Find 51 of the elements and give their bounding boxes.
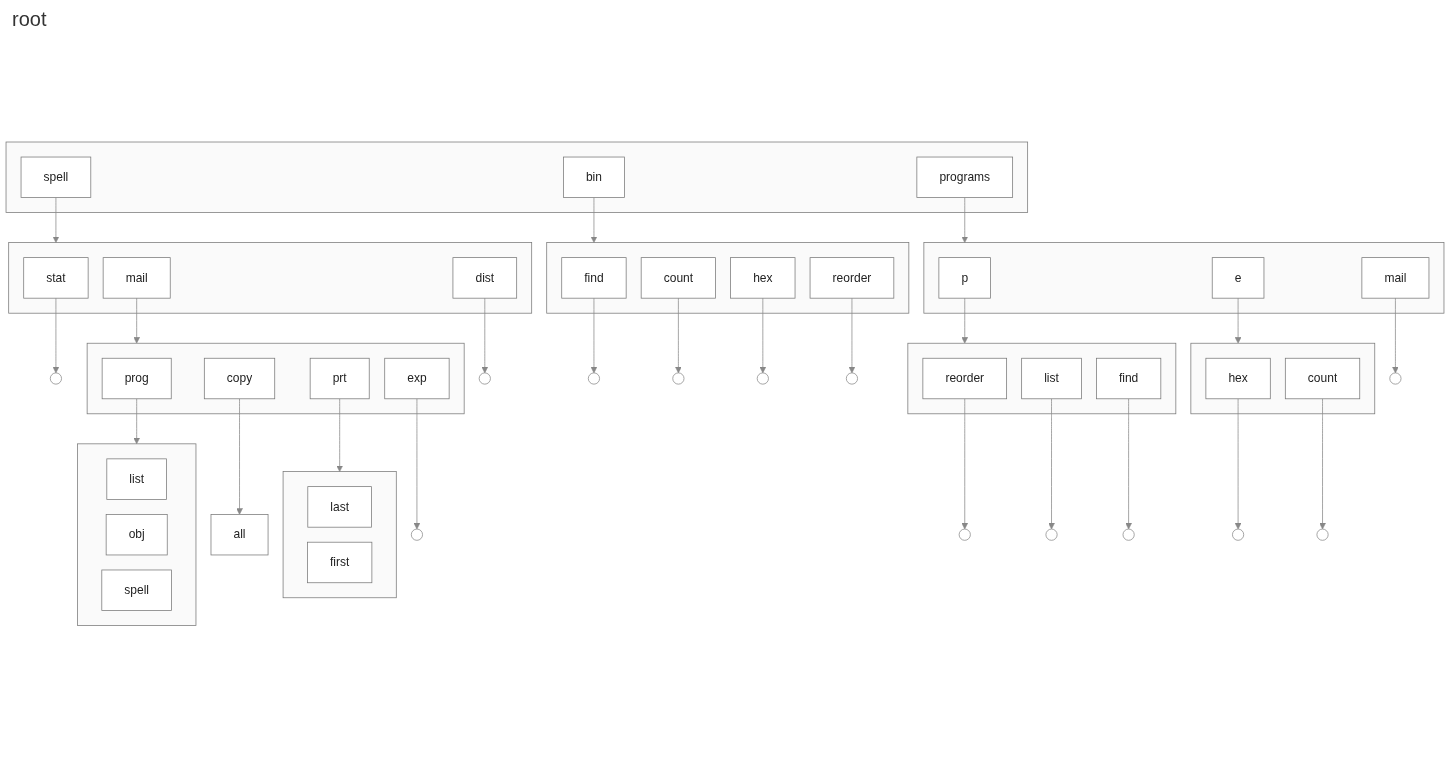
- node-box: find: [1096, 357, 1162, 399]
- node-box: count: [1284, 357, 1361, 399]
- cluster: [86, 342, 465, 414]
- cluster: [8, 241, 533, 314]
- node-circle: [756, 372, 769, 385]
- cluster: [923, 241, 1445, 314]
- note-text: root: [12, 8, 47, 31]
- node-box: p: [938, 256, 991, 299]
- cluster: [546, 241, 910, 314]
- node-box: list: [1021, 357, 1082, 399]
- node-circle: [478, 372, 491, 385]
- node-box: prog: [101, 357, 172, 399]
- node-box: spell: [20, 156, 92, 198]
- cluster: [1190, 342, 1376, 414]
- node-circle: [587, 372, 600, 385]
- node-circle: [958, 528, 971, 541]
- node-box: reorder: [922, 357, 1007, 399]
- cluster: [5, 141, 1029, 213]
- node-box: prt: [309, 357, 370, 399]
- node-circle: [410, 528, 423, 541]
- node-box: mail: [102, 256, 171, 299]
- node-box: list: [106, 458, 167, 500]
- node-box: programs: [916, 156, 1014, 198]
- node-circle: [845, 372, 858, 385]
- cluster: [77, 443, 197, 626]
- node-circle: [1389, 372, 1402, 385]
- node-box: mail: [1361, 256, 1430, 299]
- node-box: hex: [1205, 357, 1271, 399]
- node-box: e: [1211, 256, 1265, 299]
- node-box: all: [210, 513, 269, 556]
- node-box: first: [307, 541, 373, 583]
- node-box: exp: [384, 357, 450, 399]
- node-box: count: [640, 256, 716, 299]
- node-circle: [672, 372, 685, 385]
- node-box: bin: [563, 156, 625, 198]
- node-box: hex: [730, 256, 796, 299]
- node-box: reorder: [809, 256, 895, 299]
- node-circle: [1045, 528, 1058, 541]
- node-circle: [49, 372, 62, 385]
- node-circle: [1122, 528, 1135, 541]
- node-box: last: [307, 486, 372, 528]
- node-box: spell: [101, 569, 172, 611]
- node-circle: [1316, 528, 1329, 541]
- node-box: find: [561, 256, 627, 299]
- node-circle: [1232, 528, 1245, 541]
- node-box: dist: [452, 256, 518, 299]
- node-box: obj: [105, 513, 168, 556]
- node-box: copy: [203, 357, 276, 399]
- cluster: [282, 470, 397, 598]
- cluster: [907, 342, 1177, 414]
- node-box: stat: [23, 256, 89, 299]
